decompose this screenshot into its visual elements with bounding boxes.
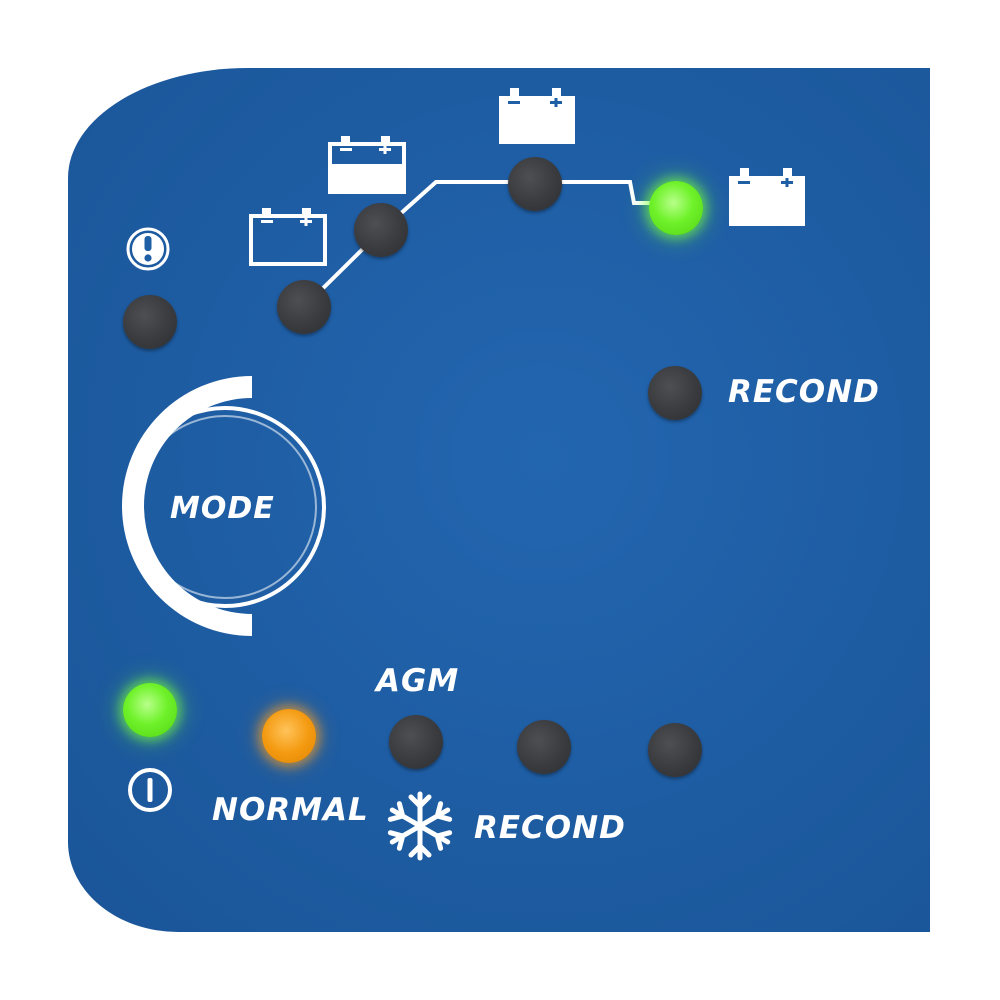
error-led <box>123 295 177 349</box>
mode-button[interactable]: MODE <box>124 406 326 608</box>
charge-stage-1-battery-icon <box>249 208 327 266</box>
recond-status-label: RECOND <box>728 374 880 410</box>
normal-mode-label: NORMAL <box>212 792 369 828</box>
charge-stage-2-led <box>354 203 408 257</box>
recond-status-led <box>648 366 702 420</box>
recond-mode-led <box>648 723 702 777</box>
agm-mode-led <box>389 715 443 769</box>
charge-stage-4-battery-icon <box>729 168 805 226</box>
cold-mode-led <box>517 720 571 774</box>
power-icon <box>128 768 172 812</box>
control-panel: RECOND MODE NORMAL AGM <box>68 68 930 932</box>
charge-stage-3-led <box>508 157 562 211</box>
exclamation-circle-icon <box>126 227 170 271</box>
charge-stage-3-battery-icon <box>499 88 575 144</box>
mode-button-label: MODE <box>170 491 275 526</box>
charge-stage-2-battery-icon <box>328 136 406 194</box>
recond-mode-label: RECOND <box>474 810 626 846</box>
snowflake-icon <box>387 791 453 861</box>
charge-stage-4-led <box>649 181 703 235</box>
normal-mode-led <box>262 709 316 763</box>
mode-button-inner-ring <box>133 415 317 599</box>
agm-mode-label: AGM <box>376 663 460 699</box>
power-led <box>123 683 177 737</box>
charge-stage-1-led <box>277 280 331 334</box>
